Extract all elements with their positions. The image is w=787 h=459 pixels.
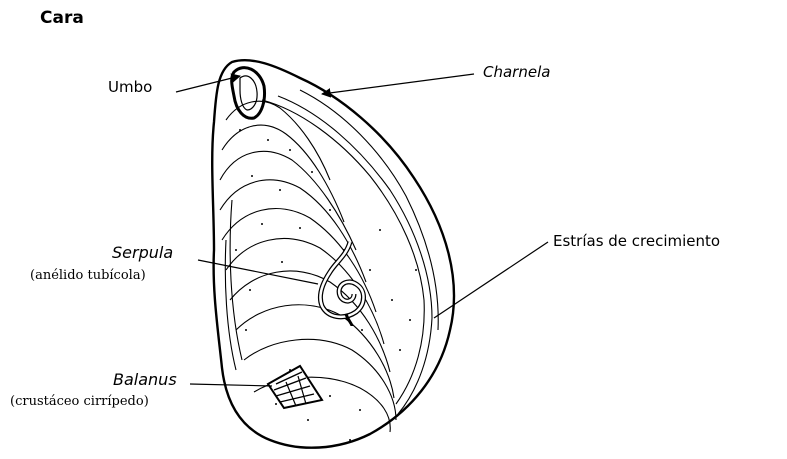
- serpula-tube: [320, 242, 363, 326]
- balanus-label: Balanus: [113, 370, 177, 389]
- estrias-pointer: [434, 242, 548, 318]
- charnela-pointer: [322, 74, 474, 94]
- serpula-description: (anélido tubícola): [30, 268, 146, 283]
- stipple-texture: [235, 129, 417, 441]
- umbo-label: Umbo: [108, 78, 152, 96]
- serpula-label: Serpula: [112, 243, 173, 262]
- balanus-pointer: [190, 384, 272, 386]
- diagram-title: Cara: [40, 8, 84, 28]
- balanus-description: (crustáceo cirrípedo): [10, 394, 149, 409]
- growth-striations: [220, 90, 438, 432]
- estrias-label: Estrías de crecimiento: [553, 232, 720, 250]
- balanus-barnacle: [268, 366, 322, 408]
- charnela-label: Charnela: [483, 63, 550, 81]
